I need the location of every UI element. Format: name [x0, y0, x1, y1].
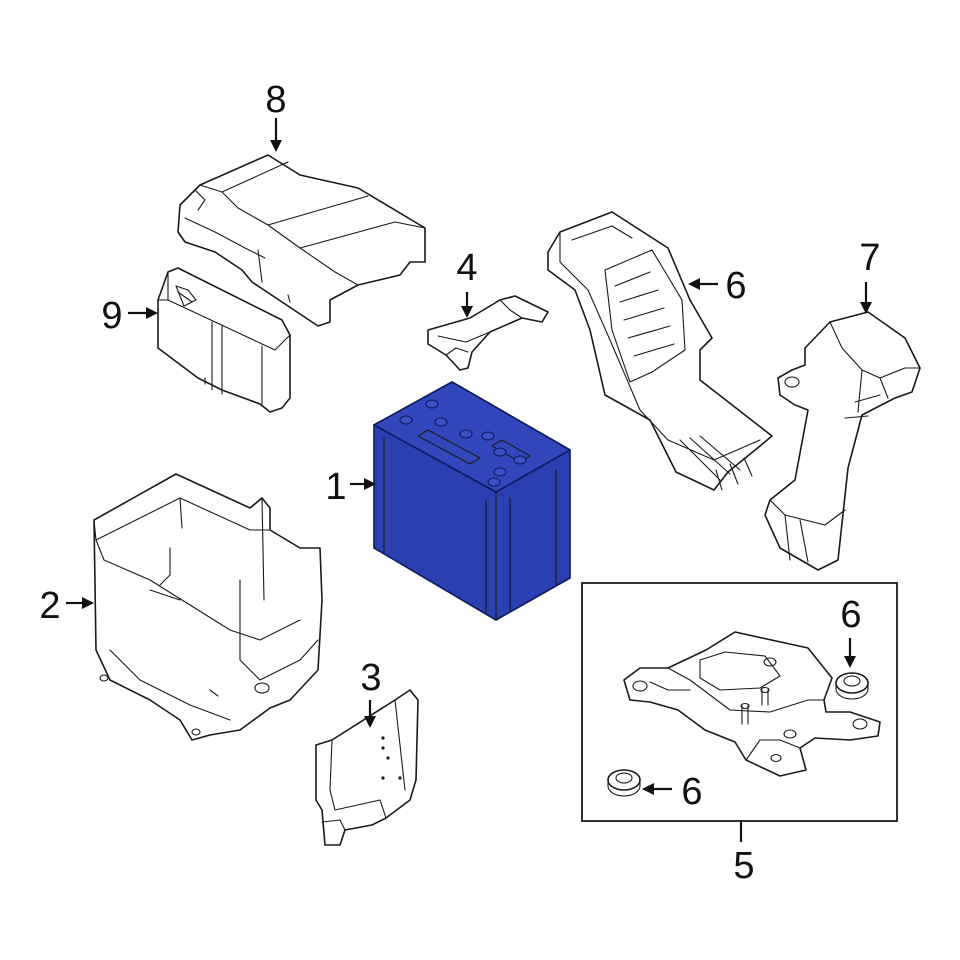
battery-icon[interactable]	[373, 381, 571, 621]
callout-9: 9	[101, 295, 122, 337]
callout-1: 1	[325, 466, 346, 508]
battery-cover-icon[interactable]	[177, 154, 426, 327]
callout-arrows	[66, 118, 872, 842]
battery-tray-icon[interactable]	[93, 473, 323, 741]
mounting-bracket-icon[interactable]	[623, 631, 881, 777]
callout-5: 5	[733, 845, 754, 887]
bracket-detail-frame	[581, 582, 898, 822]
air-duct-icon[interactable]	[764, 311, 921, 571]
grommet-icon[interactable]	[607, 769, 641, 797]
callout-6-lower: 6	[681, 771, 702, 813]
callout-2: 2	[39, 585, 60, 627]
fuse-box-cover-icon[interactable]	[157, 267, 291, 413]
callout-6-upper: 6	[725, 265, 746, 307]
side-shield-icon[interactable]	[315, 689, 419, 846]
grommet-icon[interactable]	[835, 672, 869, 700]
air-intake-duct-icon[interactable]	[547, 211, 773, 491]
callout-6-right: 6	[840, 594, 861, 636]
callout-4: 4	[456, 247, 477, 289]
callout-3: 3	[360, 657, 381, 699]
callout-8: 8	[265, 79, 286, 121]
hold-down-clamp-icon[interactable]	[427, 295, 549, 371]
callout-7: 7	[859, 237, 880, 279]
